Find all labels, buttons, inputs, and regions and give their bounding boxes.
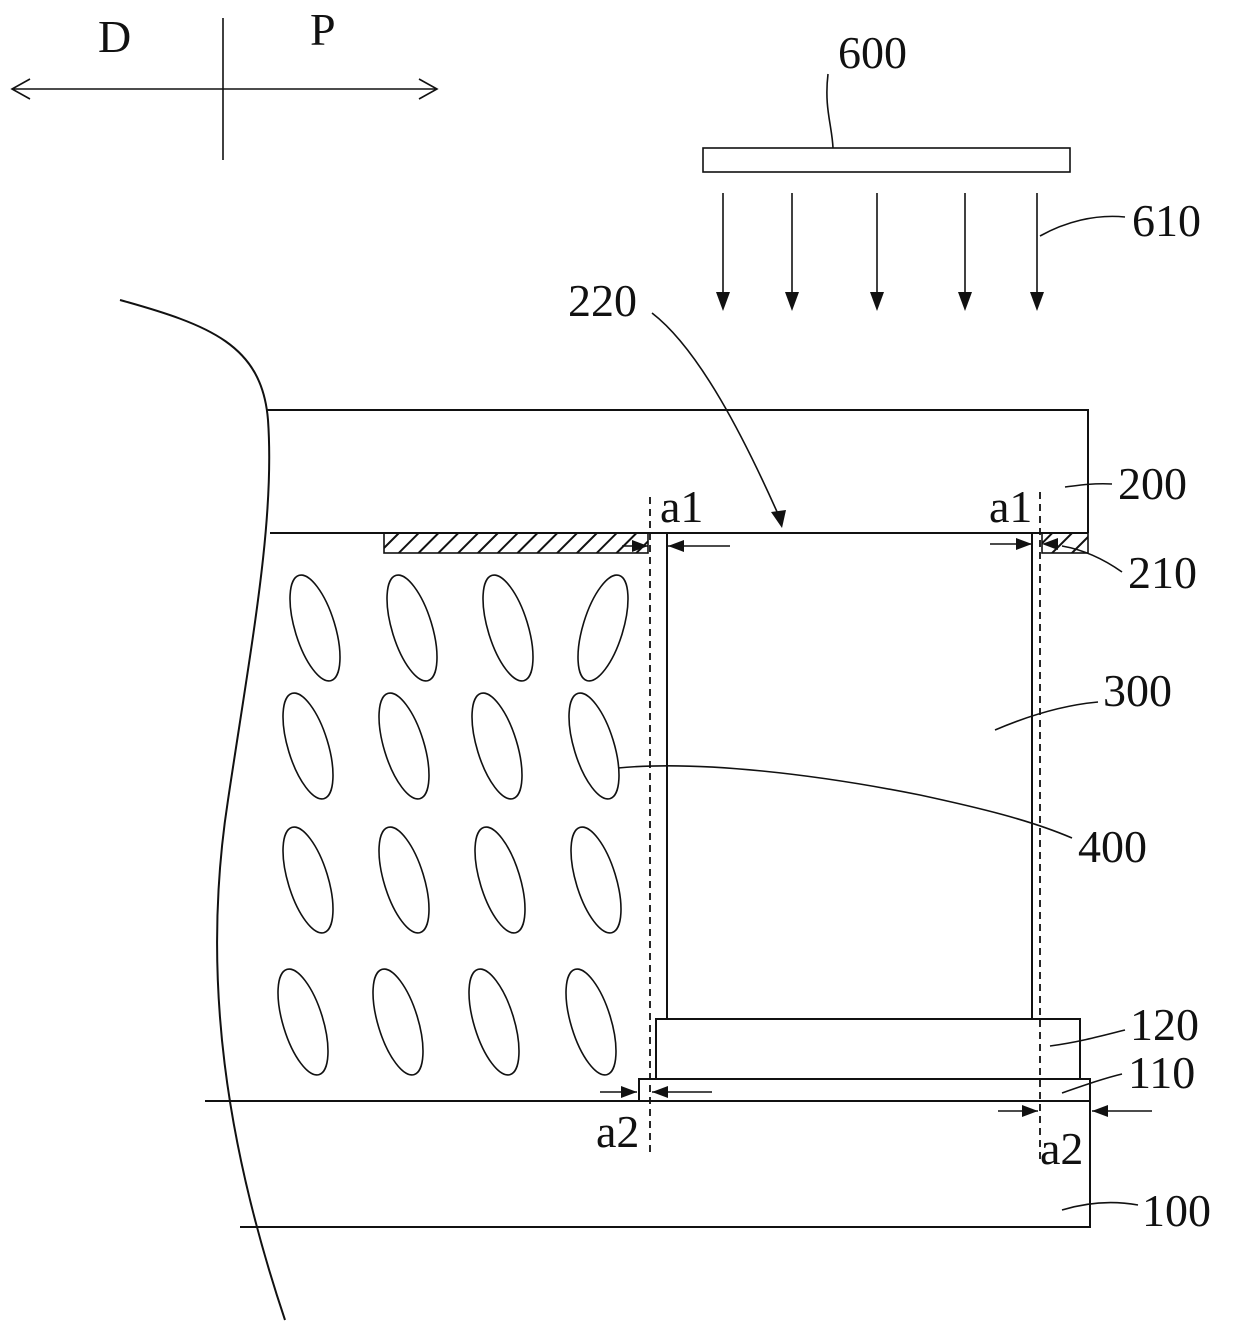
lc-molecule <box>268 964 338 1081</box>
label-110: 110 <box>1128 1047 1195 1098</box>
black-matrix-210: 210 <box>384 533 1197 598</box>
liquid-crystal-400: 400 <box>268 570 1147 1081</box>
leader-400 <box>618 766 1072 838</box>
light-source-bar <box>703 148 1070 172</box>
label-a2-left: a2 <box>596 1106 639 1157</box>
lc-molecule <box>273 688 343 805</box>
lc-molecule <box>377 570 447 687</box>
layer-110: 110 <box>639 1047 1195 1101</box>
label-a2-right: a2 <box>1040 1123 1083 1174</box>
ray-arrowhead <box>1030 292 1044 311</box>
lc-molecule <box>363 964 433 1081</box>
a2-right-arrowhead <box>1022 1105 1038 1117</box>
a1-right-arrowhead <box>1016 538 1032 550</box>
upper-substrate-200: 200 <box>266 410 1187 533</box>
break-line <box>120 300 285 1320</box>
label-600: 600 <box>838 27 907 78</box>
label-400: 400 <box>1078 821 1147 872</box>
lc-molecule <box>568 570 638 687</box>
label-a1-left: a1 <box>660 481 703 532</box>
leader-300 <box>995 702 1098 730</box>
dimension-a2-right: a2 <box>998 1105 1152 1174</box>
label-p: P <box>310 4 336 55</box>
leader-100 <box>1062 1203 1138 1210</box>
layer-120-rect <box>656 1019 1080 1079</box>
ray-arrowhead <box>958 292 972 311</box>
black-matrix-left <box>384 533 648 553</box>
label-d: D <box>98 11 131 62</box>
light-source-600: 600 <box>703 27 1070 172</box>
ray-arrowhead <box>870 292 884 311</box>
lc-molecule <box>556 964 626 1081</box>
a2-left-arrowhead-2 <box>652 1086 668 1098</box>
lc-molecule <box>369 688 439 805</box>
label-300: 300 <box>1103 665 1172 716</box>
label-200: 200 <box>1118 458 1187 509</box>
lc-molecule <box>462 688 532 805</box>
label-610: 610 <box>1132 195 1201 246</box>
lc-molecule <box>459 964 529 1081</box>
lc-molecule <box>369 822 439 939</box>
lc-molecule <box>465 822 535 939</box>
direction-indicator: D P <box>12 4 437 160</box>
lower-substrate-outline <box>240 1101 1090 1227</box>
light-rays-610: 610 <box>716 193 1201 311</box>
lc-molecule <box>559 688 629 805</box>
label-220: 220 <box>568 275 637 326</box>
ray-arrowhead <box>785 292 799 311</box>
leader-610 <box>1040 216 1125 236</box>
label-100: 100 <box>1142 1185 1211 1236</box>
a2-right-arrowhead-2 <box>1092 1105 1108 1117</box>
layer-120: 120 <box>656 999 1199 1079</box>
arrowhead-220 <box>771 510 786 528</box>
leader-110 <box>1062 1074 1122 1093</box>
dimension-a2-left: a2 <box>596 1086 712 1157</box>
label-120: 120 <box>1130 999 1199 1050</box>
ray-arrowhead <box>716 292 730 311</box>
a2-left-arrowhead <box>621 1086 637 1098</box>
label-a1-right: a1 <box>989 481 1032 532</box>
lc-molecule <box>473 570 543 687</box>
spacer-300: 300 <box>667 533 1172 1019</box>
lc-molecule <box>280 570 350 687</box>
a1-left-arrowhead-2 <box>668 540 684 552</box>
layer-110-rect <box>639 1079 1090 1101</box>
leader-600 <box>827 74 833 148</box>
leader-120 <box>1050 1030 1125 1046</box>
label-210: 210 <box>1128 547 1197 598</box>
lc-molecule <box>273 822 343 939</box>
lc-molecule <box>561 822 631 939</box>
